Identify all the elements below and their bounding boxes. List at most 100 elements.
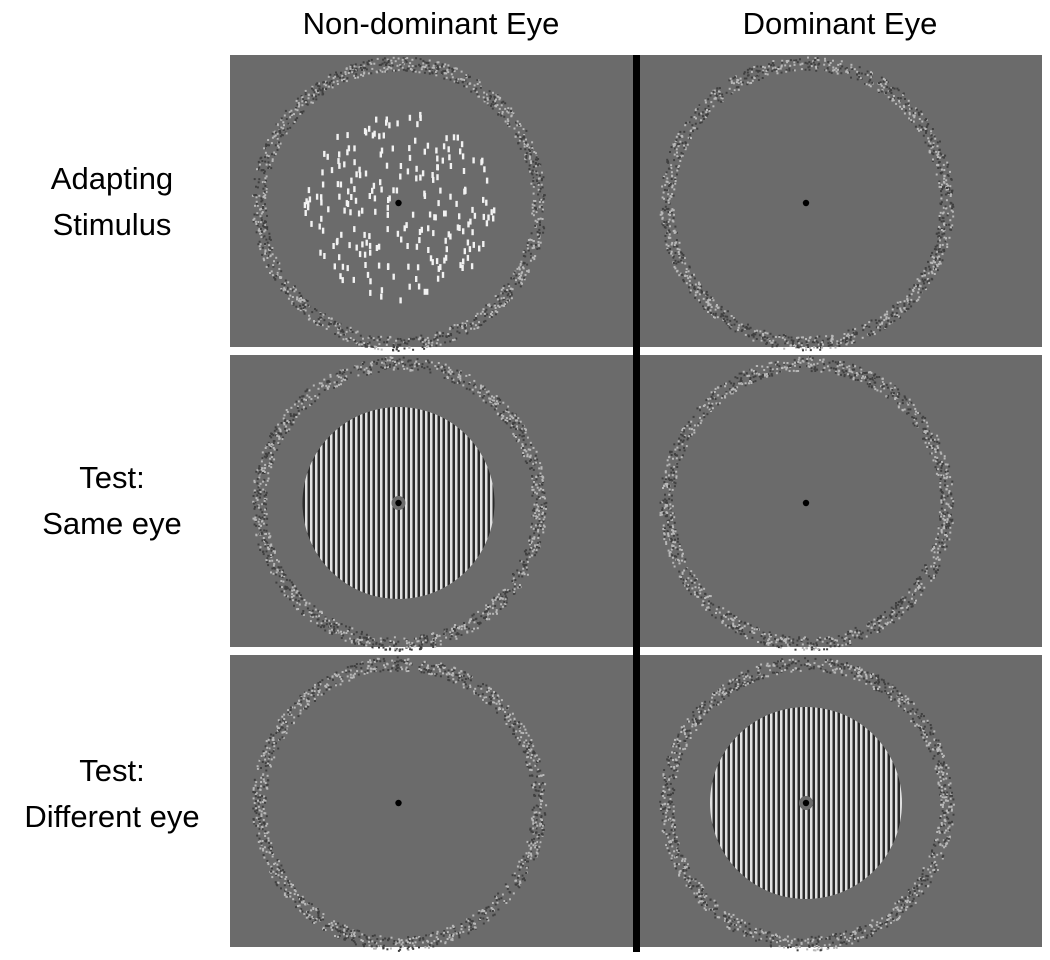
dot <box>338 151 341 158</box>
dot <box>455 200 458 207</box>
dot <box>436 275 440 282</box>
dot <box>323 150 326 157</box>
dot <box>323 253 326 259</box>
dot <box>399 173 402 180</box>
fixation-dot <box>802 499 810 507</box>
dot <box>399 163 403 169</box>
dot <box>375 116 378 123</box>
random-dot-field <box>303 111 496 304</box>
dot <box>426 288 429 295</box>
dot <box>386 226 389 233</box>
row-label-line: Test: <box>79 753 145 788</box>
dot <box>419 111 422 118</box>
fixation-dot <box>802 799 810 807</box>
dot <box>444 210 447 217</box>
dot <box>461 265 464 271</box>
dot <box>387 197 390 203</box>
dot <box>320 215 323 222</box>
dot <box>306 204 310 211</box>
dot <box>462 258 465 265</box>
dot <box>421 170 425 177</box>
dot <box>395 187 399 194</box>
row-label-line: Adapting <box>50 161 174 196</box>
dot <box>377 243 381 250</box>
dot <box>336 133 339 140</box>
panel-background <box>230 55 633 347</box>
dot <box>373 130 376 137</box>
fixation-dot <box>395 499 402 507</box>
dot <box>471 206 474 213</box>
dot <box>460 141 464 148</box>
dot <box>423 148 426 155</box>
dot <box>445 135 448 142</box>
dot <box>348 242 351 249</box>
dot <box>408 283 411 290</box>
dot <box>432 176 435 183</box>
dot <box>444 237 447 244</box>
dot <box>320 194 323 201</box>
dot <box>436 174 439 181</box>
dot <box>464 187 467 194</box>
dot <box>364 262 367 268</box>
dot <box>336 181 340 188</box>
dot <box>347 188 350 195</box>
stimulus-panel-dominant-row-3 <box>640 655 1042 952</box>
dot <box>392 273 395 280</box>
dot <box>380 186 383 193</box>
dot <box>469 218 472 225</box>
dot <box>405 222 408 229</box>
dot <box>361 207 364 214</box>
dot <box>452 134 456 141</box>
dot <box>432 230 435 237</box>
dot <box>414 137 417 144</box>
dot <box>415 175 418 182</box>
dot <box>338 254 341 261</box>
dot <box>415 243 419 250</box>
dot <box>431 259 434 266</box>
row-label-line: Different eye <box>24 799 200 834</box>
dot <box>373 195 377 202</box>
dot <box>417 283 421 290</box>
dot <box>321 181 325 188</box>
dot <box>459 148 462 155</box>
dot <box>343 161 346 168</box>
dot <box>423 193 427 199</box>
dot <box>304 210 307 216</box>
dot <box>493 207 496 214</box>
noise-ring <box>252 656 548 952</box>
dot <box>372 182 376 189</box>
dot <box>303 202 307 209</box>
dot <box>337 158 340 165</box>
dot <box>480 159 483 166</box>
dot <box>388 122 391 129</box>
dot <box>458 225 461 231</box>
dot <box>426 142 430 149</box>
dot <box>418 229 422 235</box>
dot <box>466 254 470 261</box>
dot <box>468 246 472 253</box>
dot <box>307 187 311 194</box>
dot <box>443 210 446 217</box>
dot <box>470 263 474 270</box>
dot <box>341 263 345 270</box>
dot <box>467 221 470 228</box>
dot <box>442 143 446 150</box>
dot <box>435 258 439 265</box>
dot <box>346 265 349 272</box>
dot <box>371 187 374 194</box>
dot <box>379 179 382 186</box>
dot <box>358 172 362 179</box>
dot <box>386 264 390 270</box>
dot <box>368 193 371 199</box>
dot <box>307 200 310 207</box>
dot <box>459 262 462 269</box>
dot <box>448 154 451 161</box>
dot <box>320 199 323 206</box>
dot <box>458 213 461 220</box>
dot <box>378 133 381 140</box>
dot <box>349 209 352 216</box>
dot <box>415 276 418 282</box>
panel-background <box>230 655 633 947</box>
dot <box>332 243 335 249</box>
dot <box>429 255 433 262</box>
